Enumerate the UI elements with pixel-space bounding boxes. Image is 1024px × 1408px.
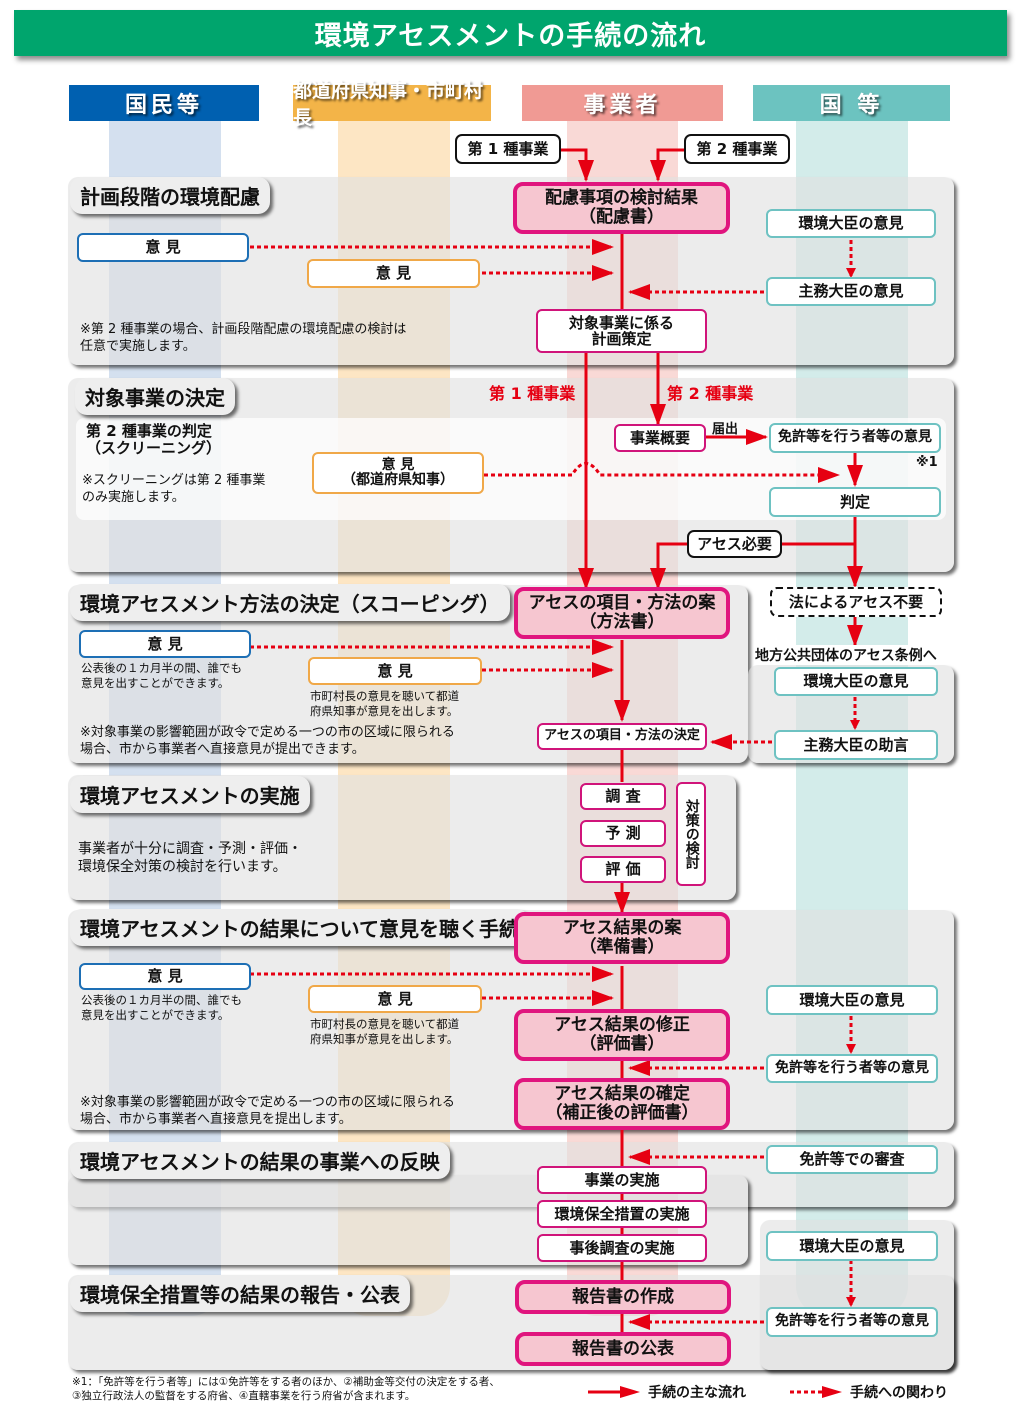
page-title: 環境アセスメントの手続の流れ [14,10,1007,56]
prefecture-opinion-box-scoping: 意 見 [308,657,482,685]
legend-involvement: 手続への関わり [790,1382,948,1402]
screening-note: ※スクリーニングは第 2 種事業 のみ実施します。 [82,473,266,505]
assessment-required-box: アセス必要 [687,530,782,558]
section-title-implementation: 環境アセスメントの実施 [70,776,310,813]
entry-type2-box: 第 2 種事業 [684,134,790,164]
prefecture-opinion-box-results: 意 見 [308,985,482,1013]
legend-main-flow: 手続の主な流れ [588,1382,746,1402]
survey-box: 調 査 [580,783,666,810]
section-title-reflection: 環境アセスメントの結果の事業への反映 [70,1142,450,1179]
project-plan-box: 対象事業に係る 計画策定 [536,309,707,353]
planning-note: ※第 2 種事業の場合、計画段階配慮の環境配慮の検討は 任意で実施します。 [80,322,407,354]
footnote: ※1：「免許等を行う者等」には①免許等をする者のほか、②補助金等交付の決定をする… [72,1376,500,1402]
env-minister-opinion-box-scoping: 環境大臣の意見 [774,667,938,696]
method-decision-box: アセスの項目・方法の決定 [537,723,707,750]
env-minister-opinion-box-report: 環境大臣の意見 [766,1231,938,1261]
public-opinion-box: 意 見 [77,233,249,262]
prefecture-opinion-note-results: 市町村長の意見を聴いて都道 府県知事が意見を出します。 [310,1017,460,1046]
license-review-box: 免許等での審査 [766,1145,938,1174]
arrow-pref-screening [484,462,840,483]
public-opinion-box-scoping: 意 見 [79,630,251,658]
legend-solid-arrow-icon [588,1386,640,1398]
section-title-target-decision: 対象事業の決定 [75,378,235,415]
evaluation-document-box: アセス結果の修正 （評価書） [514,1009,730,1061]
judgement-box: 判定 [769,487,941,517]
countermeasures-box: 対策の検討 [676,782,706,886]
legend-involvement-label: 手続への関わり [850,1385,948,1401]
city-note-results: ※対象事業の影響範囲が政令で定める一つの市の区域に限られる 場合、市から事業者へ… [80,1095,455,1127]
prefecture-governor-opinion-box: 意 見 （都道府県知事） [312,452,484,494]
section-5-bg [68,910,954,1130]
final-evaluation-document-box: アセス結果の確定 （補正後の評価書） [514,1078,730,1130]
consideration-document-box: 配慮事項の検討結果 （配慮書） [513,182,730,234]
legend-dotted-arrow-icon [790,1386,842,1398]
evaluation-box: 評 価 [580,856,666,883]
method-document-box: アセスの項目・方法の案 （方法書） [514,587,730,639]
notify-label: 届出 [712,422,739,437]
assessment-not-required-box: 法によるアセス不要 [770,587,942,617]
column-header-prefecture: 都道府県知事・市町村長 [293,80,491,129]
section-title-planning: 計画段階の環境配慮 [70,177,270,214]
project-implementation-box: 事業の実施 [537,1166,707,1194]
arrow-type1-entry [560,148,594,182]
prefecture-opinion-note-scoping: 市町村長の意見を聴いて都道 府県知事が意見を出します。 [310,689,460,718]
section-title-scoping: 環境アセスメント方法の決定（スコーピング） [70,584,510,621]
licensor-opinion-box-results: 免許等を行う者等の意見 [766,1054,938,1083]
project-outline-box: 事業概要 [614,424,706,452]
entry-type1-box: 第 1 種事業 [455,134,561,164]
report-publication-box: 報告書の公表 [515,1332,731,1366]
arrow-assess-required-left [650,542,690,590]
branch-type1-label: 第 1 種事業 [489,384,576,403]
branch-type2-label: 第 2 種事業 [667,384,754,403]
arrow-type2-entry [650,148,684,182]
implementation-note: 事業者が十分に調査・予測・評価・ 環境保全対策の検討を行います。 [78,841,302,876]
licensor-opinion-box-screening: 免許等を行う者等の意見 [769,423,941,453]
footnote-mark: ※1 [916,455,938,470]
section-title-report: 環境保全措置等の結果の報告・公表 [70,1275,410,1312]
conservation-measures-box: 環境保全措置の実施 [537,1200,707,1228]
column-header-proponent: 事業者 [522,85,723,121]
licensor-opinion-box-report: 免許等を行う者等の意見 [766,1307,938,1337]
column-header-government: 国 等 [753,85,950,121]
env-minister-opinion-box-results: 環境大臣の意見 [766,985,938,1015]
column-header-public: 国民等 [69,85,259,121]
env-minister-opinion-box: 環境大臣の意見 [766,209,936,238]
public-opinion-box-results: 意 見 [79,963,251,990]
public-opinion-note-scoping: 公表後の１カ月半の間、誰でも 意見を出すことができます。 [81,661,242,690]
section-title-opinion-procedure: 環境アセスメントの結果について意見を聴く手続 [70,909,529,946]
prefecture-opinion-box: 意 見 [307,259,480,288]
post-survey-box: 事後調査の実施 [537,1234,707,1262]
preparation-document-box: アセス結果の案 （準備書） [514,912,730,964]
local-ordinance-label: 地方公共団体のアセス条例へ [755,645,937,665]
screening-title: 第 2 種事業の判定 （スクリーニング） [86,422,222,457]
public-opinion-note-results: 公表後の１カ月半の間、誰でも 意見を出すことができます。 [81,993,242,1022]
city-note-scoping: ※対象事業の影響範囲が政令で定める一つの市の区域に限られる 場合、市から事業者へ… [80,725,455,757]
competent-minister-advice-box: 主務大臣の助言 [774,730,938,760]
competent-minister-opinion-box: 主務大臣の意見 [766,277,936,306]
report-creation-box: 報告書の作成 [515,1280,731,1314]
prediction-box: 予 測 [580,820,666,847]
legend-main-flow-label: 手続の主な流れ [648,1385,746,1401]
